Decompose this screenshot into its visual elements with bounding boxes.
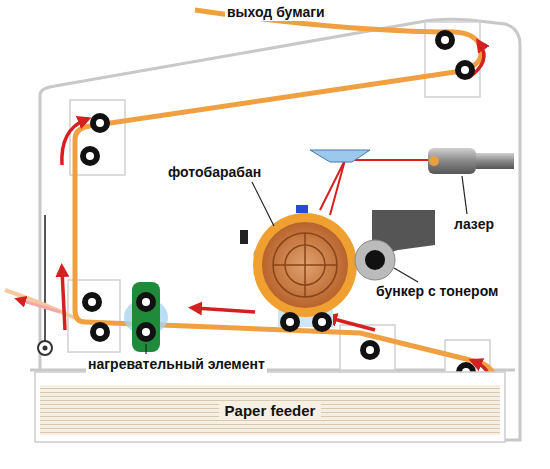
paper-tray [35, 372, 505, 442]
alt-exit-arrow [20, 300, 60, 312]
leader-lines [146, 176, 467, 354]
photo-drum [240, 205, 357, 332]
part-label: бункер с тонером [374, 283, 500, 300]
paper-stack: Paper feeder [40, 385, 500, 435]
rollers [80, 30, 476, 382]
laser-beam [310, 150, 430, 215]
laser-unit [428, 148, 514, 174]
paper-path [75, 10, 496, 390]
part-label: лазер [452, 216, 496, 233]
tray-label: Paper feeder [219, 401, 322, 420]
direction-arrows [62, 44, 490, 390]
part-label: фотобарабан [166, 164, 263, 181]
part-label: выход бумаги [225, 4, 327, 21]
heating-element [124, 282, 168, 352]
door [38, 215, 52, 355]
toner-hopper [355, 210, 435, 280]
part-label: нагревательный элемент [86, 356, 267, 373]
